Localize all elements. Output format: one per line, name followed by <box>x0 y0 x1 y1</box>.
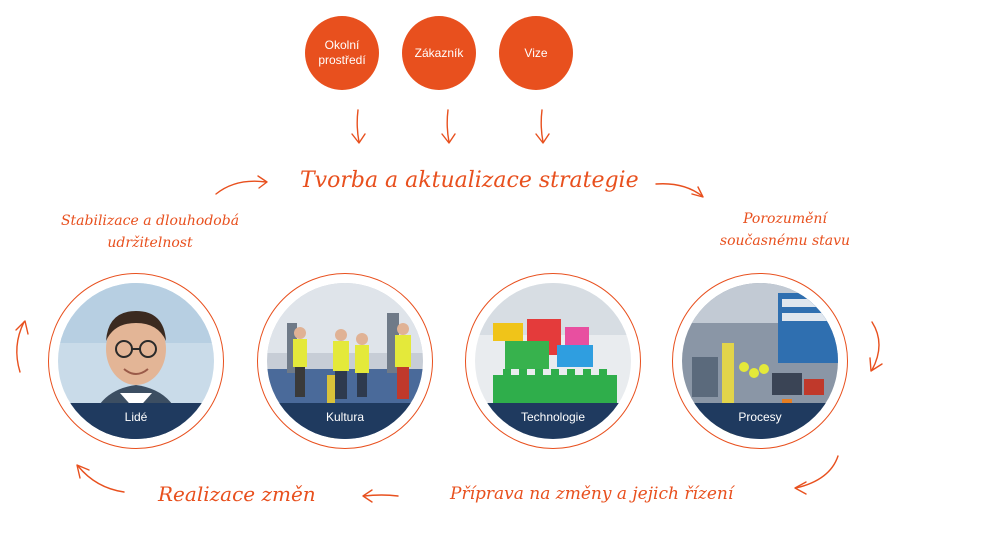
technology-photo: Technologie <box>475 283 631 439</box>
stabilization-label: Stabilizace a dlouhodobá udržitelnost <box>60 213 240 251</box>
processes-photo: Procesy <box>682 283 838 439</box>
arrow-down-icon <box>535 109 550 144</box>
pillar-band: Lidé <box>58 403 214 439</box>
preparation-label: Příprava na změny a jejich řízení <box>450 484 734 504</box>
people-photo: Lidé <box>58 283 214 439</box>
driver-circle-customer: Zákazník <box>402 16 476 90</box>
arrow-left-icon <box>362 489 399 503</box>
pillar-technology: Technologie <box>465 273 641 449</box>
driver-label: Okolní prostředí <box>318 38 366 67</box>
understanding-label: Porozumění současnému stavu <box>719 211 851 249</box>
arrow-up-icon <box>15 320 29 373</box>
realization-label: Realizace změn <box>158 482 316 506</box>
arrow-down-icon <box>441 109 456 144</box>
driver-circle-environment: Okolní prostředí <box>305 16 379 90</box>
pillar-culture: Kultura <box>257 273 433 449</box>
arrow-down-icon <box>869 321 883 372</box>
arrow-down-icon <box>351 109 366 144</box>
driver-label: Zákazník <box>414 45 464 60</box>
arrow-right-icon <box>215 175 268 195</box>
pillar-people: Lidé <box>48 273 224 449</box>
culture-photo: Kultura <box>267 283 423 439</box>
pillar-band: Technologie <box>475 403 631 439</box>
pillar-processes: Procesy <box>672 273 848 449</box>
arrow-right-icon <box>655 183 704 198</box>
pillar-band: Procesy <box>682 403 838 439</box>
strategy-label: Tvorba a aktualizace strategie <box>300 168 639 193</box>
pillar-band: Kultura <box>267 403 423 439</box>
driver-label: Vize <box>524 45 548 60</box>
arrow-left-icon <box>794 455 839 495</box>
driver-circle-vision: Vize <box>499 16 573 90</box>
arrow-left-icon <box>76 464 125 493</box>
